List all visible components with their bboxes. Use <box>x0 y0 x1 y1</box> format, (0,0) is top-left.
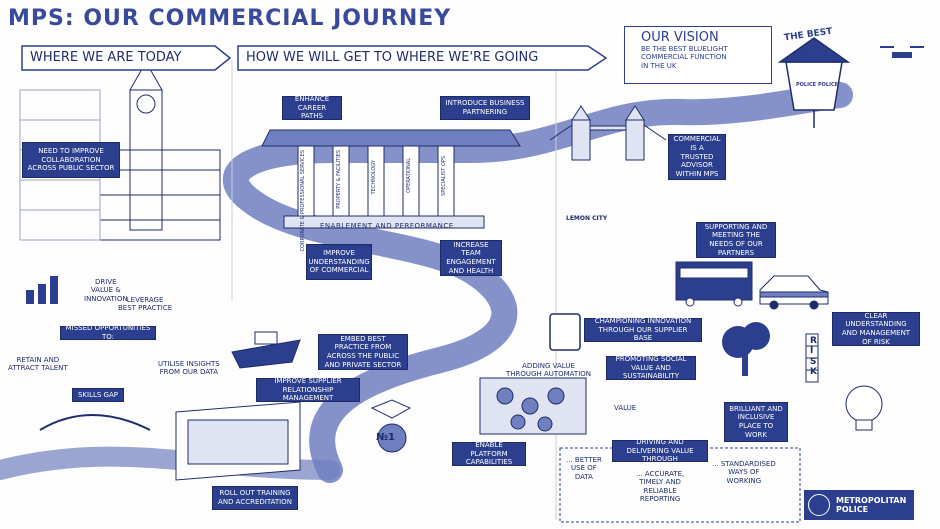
pillars-temple <box>261 129 521 229</box>
pillar-label-technology: TECHNOLOGY <box>371 160 377 195</box>
crest-icon <box>808 494 830 516</box>
police-car-drawing <box>759 275 829 310</box>
note-better-data: ... BETTER USE OF DATA <box>566 456 602 481</box>
box-innovation: CHAMPIONING INNOVATION THROUGH OUR SUPPL… <box>584 317 702 342</box>
big-ben-drawing <box>99 52 221 241</box>
lamp-label-left: POLICE <box>796 82 817 88</box>
training-cabin-drawing <box>175 401 301 481</box>
enablement-label: ENABLEMENT AND PERFORMANCE <box>320 222 454 230</box>
box-career-paths: ENHANCE CAREER PATHS <box>282 95 342 120</box>
mini-bar-chart-drawing <box>26 276 58 304</box>
logo-text: METROPOLITAN POLICE <box>836 496 906 514</box>
note-line: RETAIN AND <box>16 356 60 364</box>
note-line: ... BETTER <box>566 456 602 464</box>
page-title: MPS: OUR COMMERCIAL JOURNEY <box>8 6 452 31</box>
arrow-label-getting-there: HOW WE WILL GET TO WHERE WE'RE GOING <box>246 50 539 65</box>
logo-line-1: METROPOLITAN <box>836 495 907 505</box>
pillar-label-corporate: CORPORATE & PROFESSIONAL SERVICES <box>300 150 306 252</box>
box-supplier-relationship: IMPROVE SUPPLIER RELATIONSHIP MANAGEMENT <box>256 377 360 402</box>
bridge-left-drawing <box>39 414 151 431</box>
box-place-to-work: BRILLIANT AND INCLUSIVE PLACE TO WORK <box>724 402 788 442</box>
note-line: VALUE & <box>90 286 121 295</box>
note-line: WORKING <box>726 476 762 485</box>
note-adding-value: ADDING VALUE THROUGH AUTOMATION <box>506 362 591 379</box>
police-lamp-drawing <box>777 37 851 128</box>
box-driving-value: DRIVING AND DELIVERING VALUE THROUGH <box>612 438 708 463</box>
bus-drawing <box>675 261 753 307</box>
risk-blocks-drawing <box>805 333 819 383</box>
logo-line-2: POLICE <box>836 505 869 514</box>
box-best-practice: EMBED BEST PRACTICE FROM ACROSS THE PUBL… <box>318 334 408 370</box>
box-clear-risk: CLEAR UNDERSTANDING AND MANAGEMENT OF RI… <box>832 312 920 346</box>
handshake-drawing <box>370 399 412 453</box>
note-value-bubble: VALUE <box>614 404 637 412</box>
note-leverage: LEVERAGE BEST PRACTICE <box>118 296 172 313</box>
boat-drawing <box>231 331 301 369</box>
note-line: WAYS OF <box>728 468 760 477</box>
box-partners-needs: SUPPORTING AND MEETING THE NEEDS OF OUR … <box>696 222 776 258</box>
note-line: BEST PRACTICE <box>118 304 173 313</box>
note-line: THROUGH AUTOMATION <box>506 370 592 379</box>
box-skills-gap: SKILLS GAP <box>72 388 124 402</box>
note-line: USE OF <box>571 464 597 473</box>
note-line: RELIABLE <box>643 486 677 495</box>
note-line: REPORTING <box>639 495 681 504</box>
pillar-label-operational: OPERATIONAL <box>406 158 412 193</box>
arrow-label-today: WHERE WE ARE TODAY <box>30 50 182 65</box>
automation-machine-drawing <box>479 377 587 435</box>
vision-line-3: IN THE UK <box>641 61 677 70</box>
note-line: ... STANDARDISED <box>712 460 776 468</box>
note-line: ... ACCURATE, <box>636 470 685 478</box>
box-collaboration: NEED TO IMPROVE COLLABORATION ACROSS PUB… <box>22 142 120 178</box>
note-accurate: ... ACCURATE, TIMELY AND RELIABLE REPORT… <box>636 470 684 504</box>
lightbulb-drawing <box>845 385 883 431</box>
box-business-partnering: INTRODUCE BUSINESS PARTNERING <box>440 96 530 120</box>
risk-letter: S <box>810 356 817 367</box>
tablet-drawing <box>549 313 581 351</box>
vision-title: OUR VISION <box>641 30 719 45</box>
note-line: DRIVE <box>95 278 117 286</box>
tower-bridge-drawing <box>549 105 667 161</box>
tree-drawing <box>722 322 770 376</box>
note-line: ATTRACT TALENT <box>8 364 68 373</box>
river-path <box>222 82 853 483</box>
pillar-label-specialist: SPECIALIST OPS <box>441 156 447 196</box>
note-line: TIMELY AND <box>639 478 681 487</box>
note-drive-value: DRIVE VALUE & INNOVATION <box>84 278 128 303</box>
pillar-label-property: PROPERTY & FACILITIES <box>336 150 342 209</box>
box-team-health: INCREASE TEAM ENGAGEMENT AND HEALTH <box>440 240 502 276</box>
risk-letter: R <box>810 336 817 346</box>
note-line: UTILISE INSIGHTS <box>158 360 220 368</box>
arrow-today <box>21 45 232 71</box>
note-standardised: ... STANDARDISED WAYS OF WORKING <box>712 460 776 485</box>
lemon-city-sign: LEMON CITY <box>566 215 608 222</box>
box-platform: ENABLE PLATFORM CAPABILITIES <box>452 441 526 466</box>
note-utilise: UTILISE INSIGHTS FROM OUR DATA <box>158 360 220 377</box>
note-line: LEVERAGE <box>126 296 164 304</box>
risk-letters: R I S K <box>810 336 817 377</box>
box-trusted-advisor: COMMERCIAL IS A TRUSTED ADVISOR WITHIN M… <box>668 134 726 180</box>
box-training: ROLL OUT TRAINING AND ACCREDITATION <box>212 486 298 510</box>
note-line: ADDING VALUE <box>522 362 575 370</box>
box-social-value: PROMOTING SOCIAL VALUE AND SUSTAINABILIT… <box>606 355 696 380</box>
box-understanding-commercial: IMPROVE UNDERSTANDING OF COMMERCIAL <box>306 244 372 280</box>
risk-letter: I <box>810 346 814 357</box>
note-line: INNOVATION <box>84 294 128 303</box>
metropolitan-police-logo: METROPOLITAN POLICE <box>804 490 914 520</box>
drone-drawing <box>880 46 924 58</box>
vision-line-1: BE THE BEST BLUELIGHT <box>641 45 728 53</box>
vision-box: OUR VISION BE THE BEST BLUELIGHT COMMERC… <box>624 26 772 84</box>
number-one-label: №1 <box>376 432 395 443</box>
vision-line-2: COMMERCIAL FUNCTION <box>641 53 727 62</box>
arrow-getting-there <box>237 45 608 71</box>
note-retain: RETAIN AND ATTRACT TALENT <box>8 356 68 373</box>
note-line: DATA <box>574 472 593 481</box>
note-line: FROM OUR DATA <box>159 368 219 377</box>
lamp-label-right: POLICE <box>818 82 839 88</box>
risk-letter: K <box>810 367 817 378</box>
box-missed-opportunities: MISSED OPPORTUNITIES TO: <box>60 324 156 341</box>
